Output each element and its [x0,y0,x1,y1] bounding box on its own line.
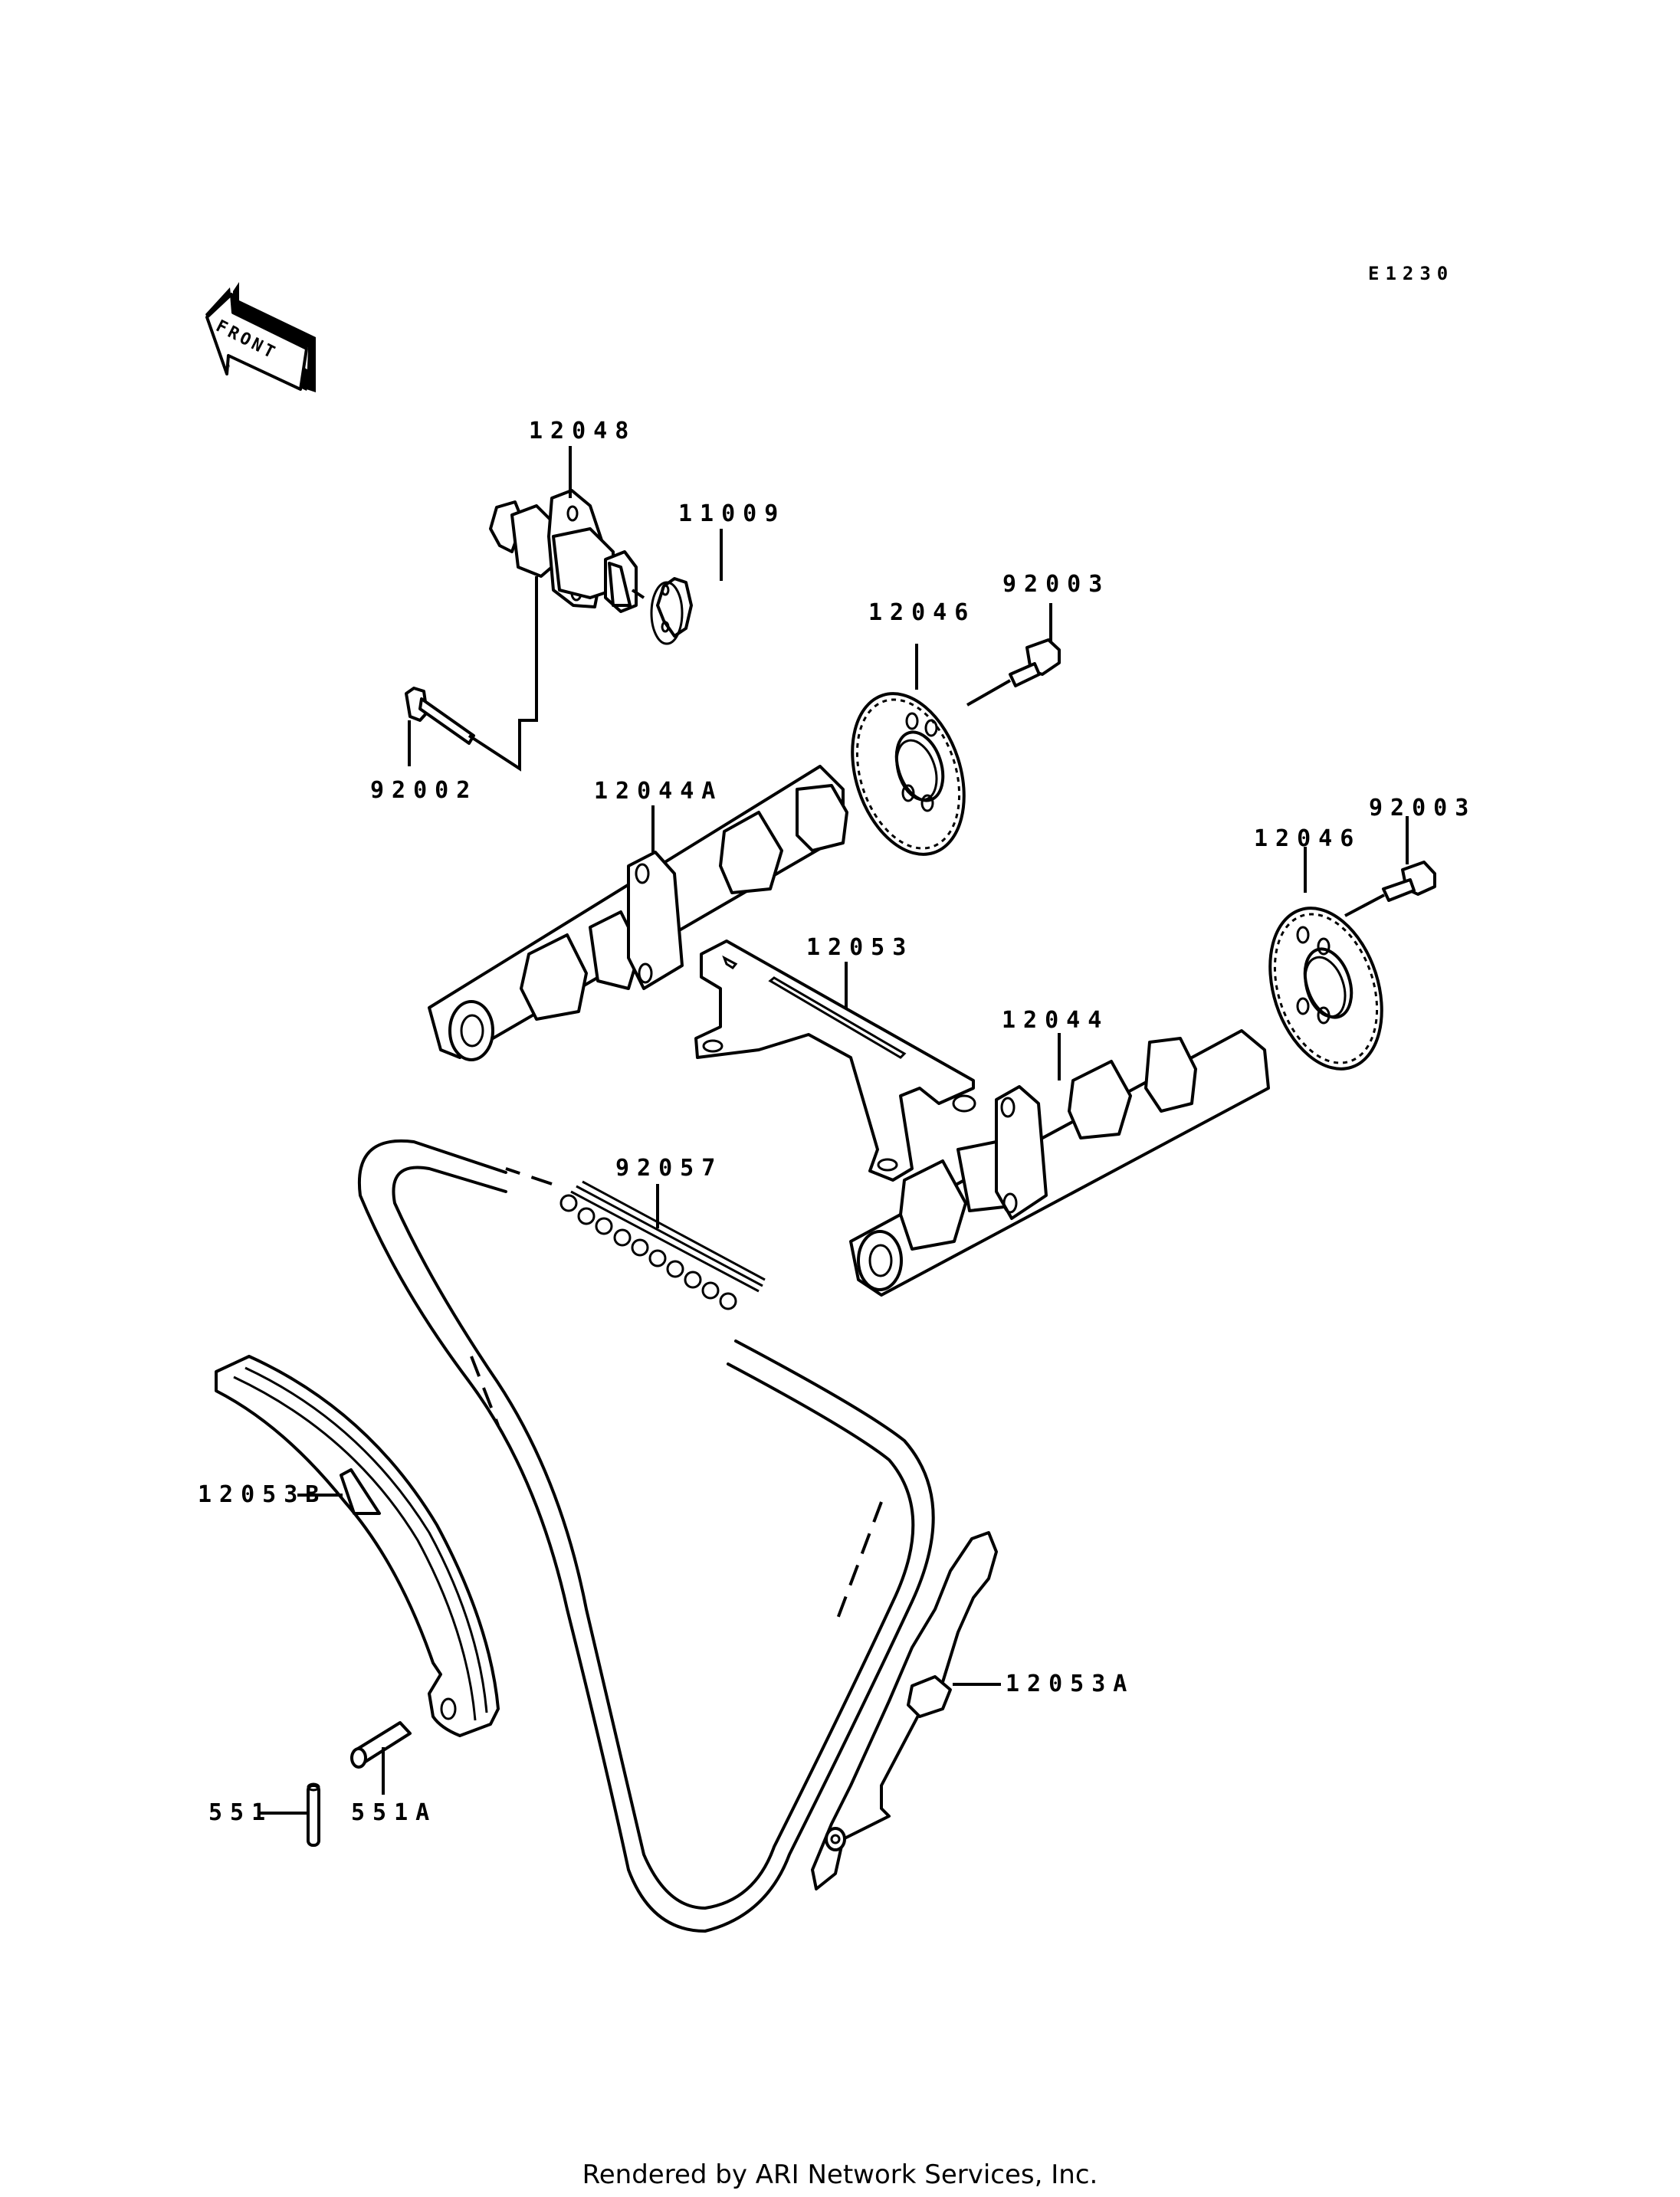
part-label-92002[interactable]: 92002 [370,777,478,804]
camshaft-intake-part [428,765,848,1061]
part-label-12044[interactable]: 12044 [1002,1007,1110,1034]
part-label-551[interactable]: 551 [208,1799,274,1826]
part-label-12048[interactable]: 12048 [529,418,637,444]
part-label-92057[interactable]: 92057 [615,1155,724,1182]
part-label-12053A[interactable]: 12053A [1006,1671,1135,1697]
cam-chain-part [357,1139,935,1933]
part-label-11009[interactable]: 11009 [678,500,786,527]
chain-guide-front-part [811,1531,998,1890]
chain-guide-rear-part [215,1355,500,1737]
tensioner-part [489,489,645,613]
part-label-12044A[interactable]: 12044A [594,778,724,805]
bolt-92003-lower-part [1344,861,1436,917]
front-arrow-icon [205,282,316,392]
footer-credit: Rendered by ARI Network Services, Inc. [582,2159,1098,2190]
part-label-92003-lower[interactable]: 92003 [1369,795,1477,821]
part-label-12053[interactable]: 12053 [806,934,914,961]
part-label-92003-upper[interactable]: 92003 [1002,571,1111,598]
part-label-12053B[interactable]: 12053B [198,1481,327,1508]
chain-guide-upper-part [694,939,976,1182]
part-label-551A[interactable]: 551A [351,1799,438,1826]
bolt-92003-upper-part [966,638,1061,707]
pin-551-part [307,1782,320,1847]
gasket-part [650,577,693,645]
bolt-92002-part [405,576,538,772]
sprocket-lower-part [1268,907,1383,1071]
leader-lines [258,446,1409,1815]
camshaft-exhaust-part [849,1029,1270,1297]
pin-551A-part [350,1721,412,1769]
diagram-code: E1230 [1368,263,1455,284]
part-label-12046-lower[interactable]: 12046 [1254,825,1362,852]
chain-links [559,1180,766,1310]
part-label-12046-upper[interactable]: 12046 [868,599,976,626]
sprocket-upper-part [851,692,966,856]
